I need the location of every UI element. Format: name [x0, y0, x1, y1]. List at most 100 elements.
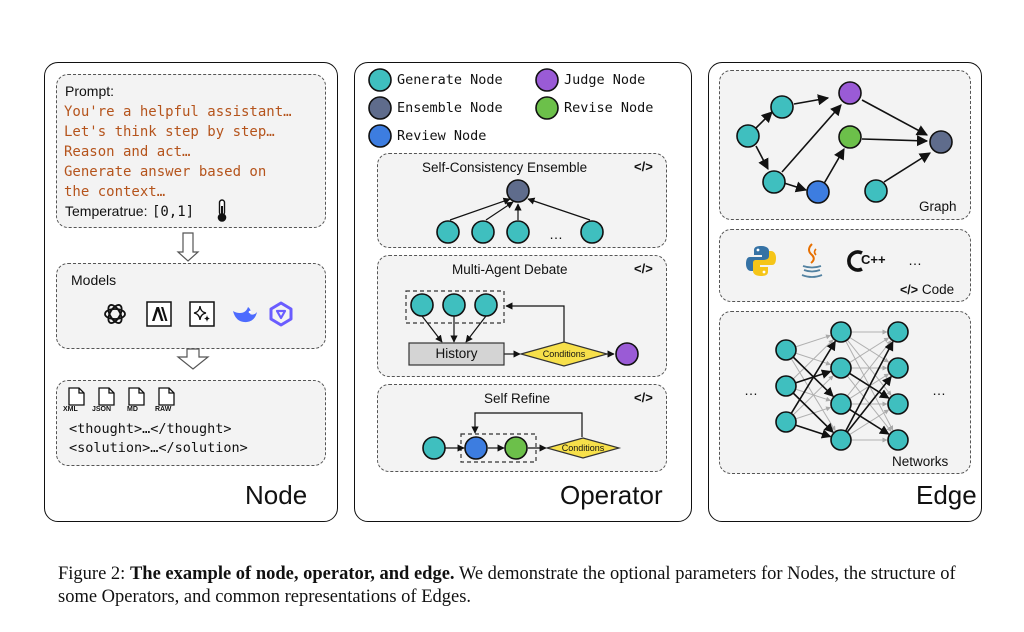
figure-caption: Figure 2: The example of node, operator,… [58, 563, 998, 609]
network-edge-highlighted [795, 369, 832, 384]
conditions-diamond [518, 341, 610, 367]
network-edge-highlighted [846, 375, 892, 433]
self-consistency-box: Self-Consistency Ensemble </> … [377, 153, 667, 248]
networks-ellipsis-right: … [932, 382, 946, 398]
prompt-line: Let's think step by step… [64, 124, 275, 140]
edge-panel-title: Edge [916, 480, 977, 510]
network-edge-highlighted [795, 424, 832, 439]
generate-node [506, 220, 530, 244]
graph-judge-node [838, 81, 862, 105]
generate-node [471, 220, 495, 244]
temperature-row: Temperatrue: [0,1] [65, 203, 194, 221]
review-node [464, 436, 488, 460]
qwen-logo-icon [269, 301, 293, 327]
code-box: C++ … </> Code [719, 229, 971, 302]
temperature-range: [0,1] [151, 204, 195, 220]
cpp-label: C++ [861, 252, 886, 267]
generate-node [422, 436, 446, 460]
graph-ensemble-node [929, 130, 953, 154]
networks-label: Networks [892, 454, 949, 469]
conditions-diamond [544, 437, 622, 459]
caption-text: We demonstrate the optional parameters f… [58, 564, 956, 607]
caption-prefix: Figure 2: [58, 564, 126, 584]
network-node [775, 339, 797, 361]
python-logo-icon [746, 246, 776, 276]
prompt-line: Generate answer based on [64, 164, 267, 180]
graph-generate-node [864, 179, 888, 203]
raw-file-label: RAW [155, 406, 172, 413]
network-edge [792, 375, 834, 416]
caption-bold: The example of node, operator, and edge. [129, 564, 455, 584]
prompt-line: Reason and act… [64, 144, 191, 160]
graph-generate-node [770, 95, 794, 119]
prompt-box: Prompt: You're a helpful assistant… Let'… [56, 74, 326, 228]
network-edge [846, 340, 892, 397]
network-edge [792, 339, 834, 380]
deepseek-logo-icon [233, 307, 257, 323]
down-arrow-icon [176, 348, 210, 370]
temperature-label: Temperatrue: [65, 203, 148, 219]
legend-generate-node-icon [368, 68, 392, 92]
prompt-label: Prompt: [65, 83, 115, 99]
xml-file-icon [68, 387, 85, 406]
network-node [830, 357, 852, 379]
code-icon: </> [634, 261, 653, 276]
legend-judge-label: Judge Node [564, 72, 646, 88]
legend-ensemble-node-icon [368, 96, 392, 120]
code-label: Code [921, 282, 955, 297]
md-file-icon [128, 387, 145, 406]
code-tag-icon: </> [900, 283, 919, 297]
self-refine-title: Self Refine [484, 391, 551, 406]
legend-review-node-icon [368, 124, 392, 148]
code-ellipsis: … [908, 252, 922, 268]
ellipsis: … [549, 226, 563, 242]
json-file-icon [98, 387, 115, 406]
legend-revise-node-icon [535, 96, 559, 120]
graph-generate-node [762, 170, 786, 194]
network-edge-highlighted [849, 408, 890, 435]
network-edge [849, 337, 890, 364]
gemini-logo-icon [189, 301, 215, 327]
generate-node [474, 293, 498, 317]
legend-revise-label: Revise Node [564, 100, 654, 116]
operator-panel-title: Operator [560, 480, 663, 510]
judge-node [615, 342, 639, 366]
network-node [830, 321, 852, 343]
graph-label: Graph [919, 199, 957, 214]
code-icon: </> [634, 159, 653, 174]
network-node [887, 393, 909, 415]
network-node [775, 411, 797, 433]
conditions-label: Conditions [542, 349, 586, 359]
prompt-lines: You're a helpful assistant… Let's think … [64, 102, 292, 202]
json-file-label: JSON [92, 406, 112, 413]
code-label-row: </> Code [900, 282, 954, 297]
xml-file-label: XML [63, 406, 78, 413]
network-edge [795, 334, 832, 348]
graph-generate-node [736, 124, 760, 148]
thought-tag: <thought>…</thought> [69, 421, 232, 437]
networks-ellipsis-left: … [744, 382, 758, 398]
raw-file-icon [158, 387, 175, 406]
prompt-line: the context… [64, 184, 166, 200]
network-node [775, 375, 797, 397]
graph-diagram [736, 81, 953, 204]
history-label: History [435, 346, 478, 361]
networks-diagram [775, 321, 909, 451]
debate-diagram [405, 290, 639, 367]
openai-logo-icon [104, 304, 126, 324]
multi-agent-debate-box: Multi-Agent Debate </> History Condition… [377, 255, 667, 377]
network-edge-highlighted [849, 372, 890, 399]
networks-box: … … Networks [719, 311, 971, 474]
multi-agent-debate-title: Multi-Agent Debate [452, 262, 568, 277]
self-consistency-diagram [436, 179, 604, 244]
legend-generate-label: Generate Node [397, 72, 503, 88]
ensemble-node [506, 179, 530, 203]
models-box: Models [56, 263, 326, 349]
cpp-logo-icon [847, 250, 863, 272]
self-consistency-title: Self-Consistency Ensemble [422, 160, 588, 175]
network-node [887, 357, 909, 379]
md-file-label: MD [127, 406, 138, 413]
network-node [887, 321, 909, 343]
legend-judge-node-icon [535, 68, 559, 92]
revise-node [504, 436, 528, 460]
